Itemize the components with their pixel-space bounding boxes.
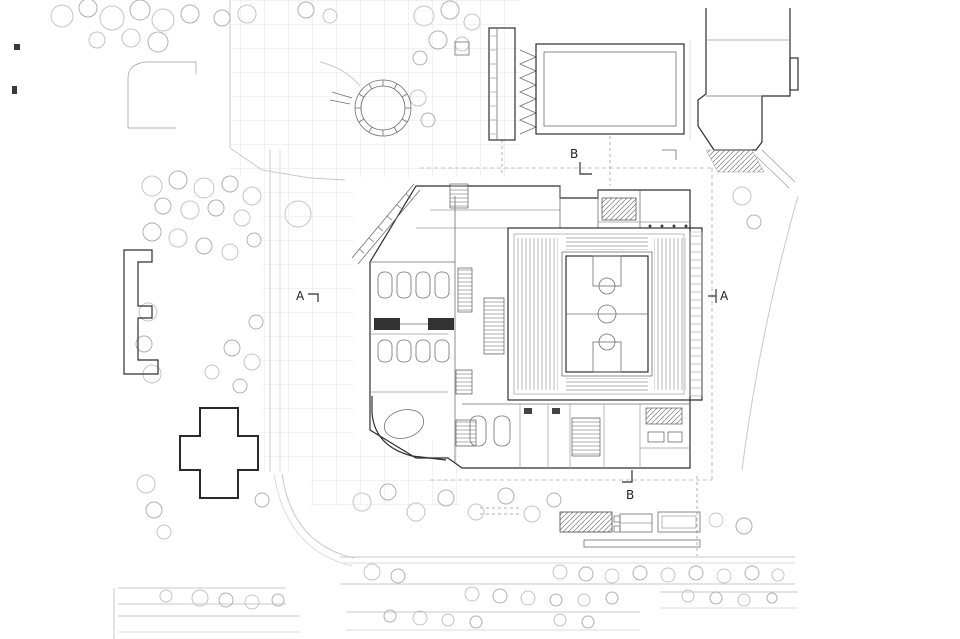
hatched-room bbox=[645, 407, 683, 425]
center-circle bbox=[597, 304, 617, 324]
section-label-b-top: B bbox=[570, 147, 578, 161]
seating-west bbox=[516, 238, 558, 390]
section-marker-a-right: A bbox=[708, 289, 729, 303]
swimming-pool bbox=[535, 40, 691, 160]
section-marker-b-top: B bbox=[570, 147, 592, 175]
stair bbox=[483, 297, 505, 355]
building-footprint bbox=[369, 185, 703, 469]
stair bbox=[455, 419, 477, 447]
map-glyph bbox=[12, 86, 17, 94]
key-north bbox=[592, 255, 622, 287]
seating-north bbox=[566, 236, 648, 250]
west-building bbox=[123, 249, 159, 375]
corner-marker bbox=[662, 149, 677, 160]
section-label-b-bottom: B bbox=[626, 488, 634, 502]
section-markers: B B A A bbox=[296, 147, 729, 502]
hatched-room bbox=[601, 197, 637, 221]
circulation-spine bbox=[454, 196, 505, 462]
northeast-building bbox=[697, 8, 799, 189]
trees bbox=[50, 0, 785, 629]
cross-building bbox=[179, 407, 259, 499]
hatched-ramp bbox=[705, 149, 765, 173]
serrated-edge bbox=[519, 49, 537, 135]
section-label-a-right: A bbox=[720, 289, 729, 303]
stair bbox=[455, 369, 473, 395]
south-wing bbox=[462, 403, 690, 468]
northwest-building bbox=[12, 44, 197, 129]
curved-room bbox=[383, 409, 425, 439]
main-building bbox=[351, 183, 703, 469]
map-glyph bbox=[14, 44, 20, 50]
sports-hall bbox=[507, 227, 703, 401]
key-south bbox=[592, 341, 622, 373]
seating-south bbox=[566, 378, 648, 392]
stair bbox=[571, 417, 601, 457]
small-hatched-structure bbox=[454, 41, 470, 56]
entry-promenade bbox=[351, 183, 421, 265]
bus-stop-structures bbox=[559, 511, 701, 548]
fountain-plaza bbox=[319, 61, 412, 137]
foyer-band bbox=[416, 183, 690, 229]
setback-dashed-lines bbox=[420, 167, 713, 481]
section-label-a-left: A bbox=[296, 289, 305, 303]
west-wing bbox=[370, 261, 455, 461]
wall-block bbox=[428, 318, 454, 330]
section-marker-b-bottom: B bbox=[622, 470, 634, 502]
basketball-court bbox=[561, 251, 653, 377]
seating-east bbox=[654, 238, 686, 390]
wall-block bbox=[374, 318, 400, 330]
stair bbox=[449, 183, 469, 209]
roads-and-paths bbox=[113, 0, 799, 639]
stair bbox=[457, 267, 473, 313]
gallery-building bbox=[454, 27, 537, 141]
east-gallery bbox=[689, 231, 703, 397]
section-marker-a-left: A bbox=[296, 289, 319, 303]
